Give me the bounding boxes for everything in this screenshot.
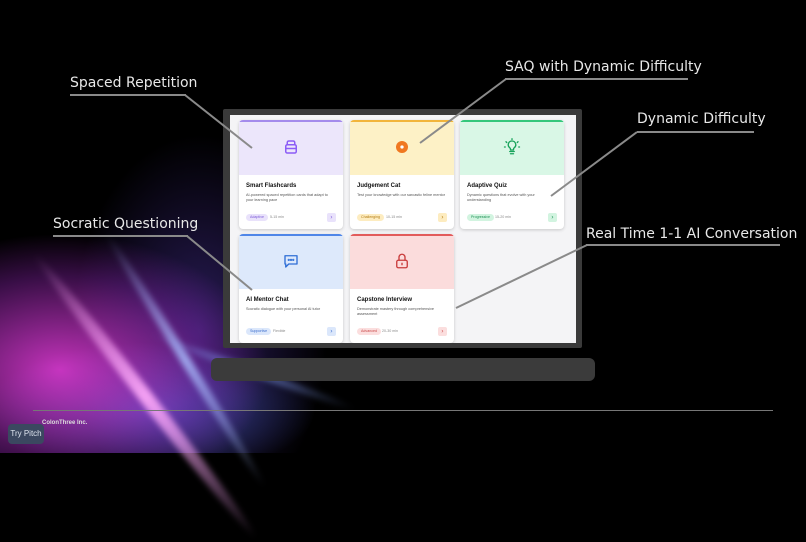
card-description: Demonstrate mastery through comprehensiv… [357, 307, 435, 317]
connector-line [419, 78, 507, 144]
card-title: Smart Flashcards [246, 183, 297, 189]
card-title: Adaptive Quiz [467, 183, 508, 189]
difficulty-badge: Supportive [246, 328, 272, 335]
card-title: Capstone Interview [357, 297, 413, 303]
difficulty-badge: Adaptive [246, 214, 268, 221]
card-ai-mentor-chat[interactable]: AI Mentor Chat Socratic dialogue with yo… [239, 234, 343, 343]
card-adaptive-quiz[interactable]: Adaptive Quiz Dynamic questions that evo… [460, 120, 564, 229]
difficulty-badge: Advanced [357, 328, 381, 335]
card-smart-flashcards[interactable]: Smart Flashcards AI-powered spaced repet… [239, 120, 343, 229]
start-arrow-button[interactable]: › [548, 213, 557, 222]
target-icon [393, 138, 411, 160]
card-header [350, 234, 454, 289]
start-arrow-button[interactable]: › [438, 213, 447, 222]
lightbulb-icon [503, 137, 521, 160]
start-arrow-button[interactable]: › [327, 213, 336, 222]
duration-text: 5-15 min [270, 215, 284, 219]
annotation-socratic: Socratic Questioning [53, 216, 199, 232]
card-header [239, 120, 343, 175]
connector-line [550, 131, 638, 197]
annotation-dynamic-difficulty: Dynamic Difficulty [637, 111, 766, 127]
start-arrow-button[interactable]: › [438, 327, 447, 336]
annotation-underline [70, 94, 186, 96]
annotation-underline [637, 131, 754, 133]
box-icon [282, 138, 300, 160]
footer-divider [33, 410, 773, 411]
chat-icon [282, 252, 300, 274]
annotation-realtime: Real Time 1-1 AI Conversation [586, 226, 798, 242]
start-arrow-button[interactable]: › [327, 327, 336, 336]
annotation-spaced-repetition: Spaced Repetition [70, 75, 198, 91]
connector-line [186, 235, 253, 291]
card-title: AI Mentor Chat [246, 297, 289, 303]
card-title: Judgement Cat [357, 183, 401, 189]
difficulty-badge: Challenging [357, 214, 384, 221]
card-judgement-cat[interactable]: Judgement Cat Test your knowledge with o… [350, 120, 454, 229]
company-name: ColonThree Inc. [42, 420, 88, 426]
try-pitch-button[interactable]: Try Pitch [8, 424, 44, 444]
card-description: AI-powered spaced repetition cards that … [246, 193, 328, 203]
card-header [350, 120, 454, 175]
connector-lines [184, 78, 638, 309]
lock-icon [393, 252, 411, 274]
laptop-base [211, 358, 595, 381]
annotation-saq: SAQ with Dynamic Difficulty [505, 59, 702, 75]
duration-text: 10-15 min [386, 215, 402, 219]
difficulty-badge: Progressive [467, 214, 494, 221]
card-capstone-interview[interactable]: Capstone Interview Demonstrate mastery t… [350, 234, 454, 343]
annotation-underline [505, 78, 688, 80]
duration-text: 15-20 min [495, 215, 511, 219]
card-description: Test your knowledge with our sarcastic f… [357, 193, 446, 197]
duration-text: 20-30 min [382, 329, 398, 333]
annotation-underline [586, 244, 780, 246]
connector-line [455, 244, 588, 309]
duration-text: Flexible [273, 329, 286, 333]
card-header [239, 234, 343, 289]
card-description: Dynamic questions that evolve with your … [467, 193, 535, 203]
card-description: Socratic dialogue with your personal AI … [246, 307, 321, 311]
annotation-underline [53, 235, 188, 237]
card-header [460, 120, 564, 175]
connector-line [184, 94, 253, 149]
laptop-screen: Smart Flashcards AI-powered spaced repet… [230, 115, 576, 343]
